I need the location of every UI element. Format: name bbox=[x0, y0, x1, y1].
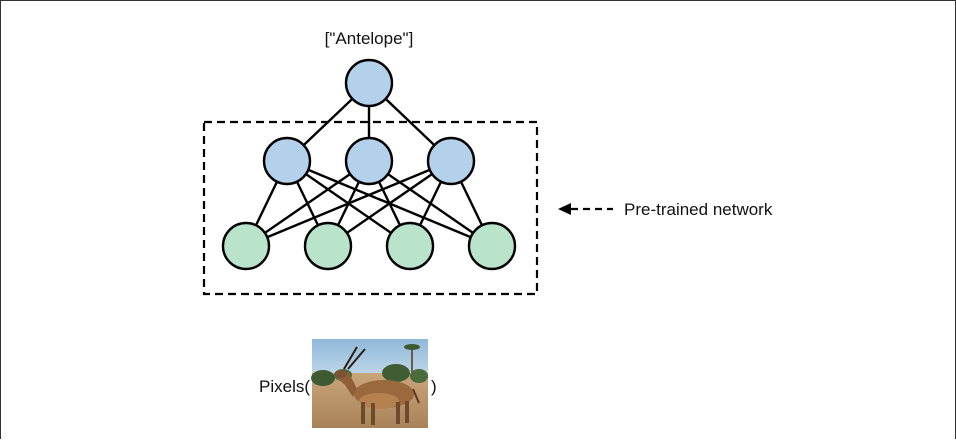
hidden-node bbox=[426, 136, 476, 186]
edge bbox=[245, 159, 452, 248]
pretrained-network-pointer: Pre-trained network bbox=[558, 200, 773, 219]
antelope-photo bbox=[311, 339, 428, 428]
arrowhead-icon bbox=[558, 203, 571, 215]
input-node bbox=[385, 221, 435, 271]
edge bbox=[327, 160, 452, 247]
input-node bbox=[467, 221, 517, 271]
pretrained-network-label: Pre-trained network bbox=[624, 200, 773, 219]
pretrained-network-box bbox=[202, 120, 539, 296]
hidden-layer bbox=[262, 136, 476, 186]
input-node bbox=[303, 221, 353, 271]
hidden-node bbox=[262, 136, 312, 186]
hidden-node bbox=[344, 136, 394, 186]
output-node bbox=[344, 58, 394, 108]
edge bbox=[245, 160, 370, 247]
pixels-label-suffix: ) bbox=[431, 377, 437, 396]
pixels-label-prefix: Pixels( bbox=[259, 377, 310, 396]
input-node bbox=[221, 221, 271, 271]
output-label: ["Antelope"] bbox=[325, 29, 414, 48]
input-layer bbox=[221, 221, 517, 271]
